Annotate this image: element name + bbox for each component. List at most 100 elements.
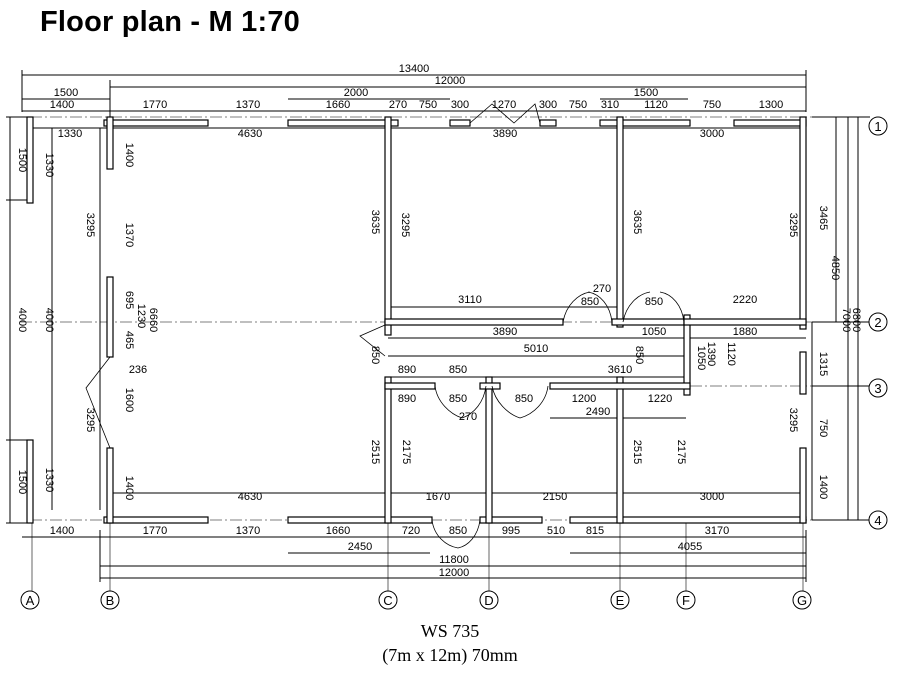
dim-overall: 13400 xyxy=(399,63,430,75)
axis-label-b: B xyxy=(106,593,115,608)
dim-mid: 270 xyxy=(593,283,611,295)
dim-bottom-inside: 2150 xyxy=(543,491,567,503)
dim-left: 4000 xyxy=(16,308,28,332)
axis-label-f: F xyxy=(682,593,690,608)
dim-inner-v: 3295 xyxy=(399,213,411,237)
dim-top-row: 270 xyxy=(389,99,407,111)
dim-bottom-row: 3170 xyxy=(705,525,729,537)
dim-mid: 1390 xyxy=(705,342,717,366)
dim-mid: 1050 xyxy=(695,346,707,370)
dim-mid: 1120 xyxy=(725,342,737,366)
dim-mid: 850 xyxy=(369,346,381,364)
dim-inner-v: 236 xyxy=(129,364,147,376)
dim-right: 7000 xyxy=(840,308,852,332)
dim-right: 1400 xyxy=(817,475,829,499)
dim-inner-v: 3295 xyxy=(787,213,799,237)
dim-bottom-total: 12000 xyxy=(439,567,470,579)
dim-right: 750 xyxy=(817,419,829,437)
dim-left: 1500 xyxy=(16,148,28,172)
dim-top-1500-right: 1500 xyxy=(634,87,658,99)
dim-inside-top: 1330 xyxy=(58,128,82,140)
axis-label-4: 4 xyxy=(874,513,881,528)
dim-inside-top: 3000 xyxy=(700,128,724,140)
dim-bottom-sub: 4055 xyxy=(678,541,702,553)
dim-inner-v: 1370 xyxy=(123,223,135,247)
dim-right: 4850 xyxy=(829,256,841,280)
dim-mid: 270 xyxy=(459,411,477,423)
dim-inner-v: 1230 xyxy=(135,304,147,328)
dim-inner-v: 3635 xyxy=(631,210,643,234)
dim-right: 1315 xyxy=(817,352,829,376)
dim-mid: 1880 xyxy=(733,326,757,338)
axis-label-3: 3 xyxy=(874,381,881,396)
dim-mid: 1200 xyxy=(572,393,596,405)
dim-inner-v: 465 xyxy=(123,331,135,349)
dim-inner-v: 2515 xyxy=(369,440,381,464)
dim-bottom-inside: 3000 xyxy=(700,491,724,503)
dim-top-row: 1300 xyxy=(759,99,783,111)
dim-top-row: 750 xyxy=(703,99,721,111)
dim-inner-v: 3295 xyxy=(787,408,799,432)
dim-inside-top: 3890 xyxy=(493,128,517,140)
axis-label-e: E xyxy=(616,593,625,608)
dim-top-2000: 2000 xyxy=(344,87,368,99)
dim-mid: 5010 xyxy=(524,343,548,355)
dim-mid: 2490 xyxy=(586,406,610,418)
dim-bottom-row: 1660 xyxy=(326,525,350,537)
dim-mid: 850 xyxy=(645,296,663,308)
dim-mid: 890 xyxy=(398,364,416,376)
dim-right: 6800 xyxy=(850,308,862,332)
dim-bottom-row: 995 xyxy=(502,525,520,537)
dim-top-1500-left: 1500 xyxy=(54,87,78,99)
dim-mid: 3610 xyxy=(608,364,632,376)
dim-mid: 850 xyxy=(449,393,467,405)
dim-mid: 1220 xyxy=(648,393,672,405)
dim-bottom-sub: 2450 xyxy=(348,541,372,553)
dim-mid: 890 xyxy=(398,393,416,405)
dim-mid: 850 xyxy=(633,346,645,364)
dim-left: 1330 xyxy=(43,468,55,492)
axis-label-1: 1 xyxy=(874,119,881,134)
dim-bottom-row: 1400 xyxy=(50,525,74,537)
dim-left: 3295 xyxy=(84,213,96,237)
dim-bottom-row: 1370 xyxy=(236,525,260,537)
dim-inner-v: 1400 xyxy=(123,476,135,500)
axis-label-d: D xyxy=(484,593,493,608)
model-spec: (7m x 12m) 70mm xyxy=(382,645,518,665)
dim-left: 1500 xyxy=(16,470,28,494)
dim-bottom-row: 815 xyxy=(586,525,604,537)
dim-top-row: 300 xyxy=(451,99,469,111)
page-title: Floor plan - M 1:70 xyxy=(40,6,300,38)
dim-mid: 1050 xyxy=(642,326,666,338)
dim-mid: 850 xyxy=(581,296,599,308)
dim-mid: 3110 xyxy=(458,294,482,306)
dim-overall-inner: 12000 xyxy=(435,75,466,87)
dim-right: 3465 xyxy=(817,206,829,230)
dim-left: 1330 xyxy=(43,153,55,177)
axis-label-2: 2 xyxy=(874,315,881,330)
dim-mid: 850 xyxy=(515,393,533,405)
dim-top-row: 1120 xyxy=(644,99,668,111)
axis-label-g: G xyxy=(797,593,807,608)
dim-top-row: 750 xyxy=(569,99,587,111)
dim-bottom-row: 1770 xyxy=(143,525,167,537)
dim-top-row: 300 xyxy=(539,99,557,111)
dim-inner-v: 2515 xyxy=(631,440,643,464)
dim-top-row: 1660 xyxy=(326,99,350,111)
dim-mid: 850 xyxy=(449,364,467,376)
dim-inner-v: 3635 xyxy=(369,210,381,234)
dim-bottom-row: 720 xyxy=(402,525,420,537)
dim-bottom-inside: 4630 xyxy=(238,491,262,503)
dim-inner-v: 6660 xyxy=(147,308,159,332)
axis-label-a: A xyxy=(26,593,35,608)
dim-top-row: 1770 xyxy=(143,99,167,111)
dim-inside-top: 4630 xyxy=(238,128,262,140)
dim-top-row: 750 xyxy=(419,99,437,111)
dim-top-row: 1270 xyxy=(492,99,516,111)
dim-left: 3295 xyxy=(84,408,96,432)
dim-top-row: 310 xyxy=(601,99,619,111)
dim-bottom-row: 850 xyxy=(449,525,467,537)
dim-mid: 3890 xyxy=(493,326,517,338)
dim-bottom-inside: 1670 xyxy=(426,491,450,503)
